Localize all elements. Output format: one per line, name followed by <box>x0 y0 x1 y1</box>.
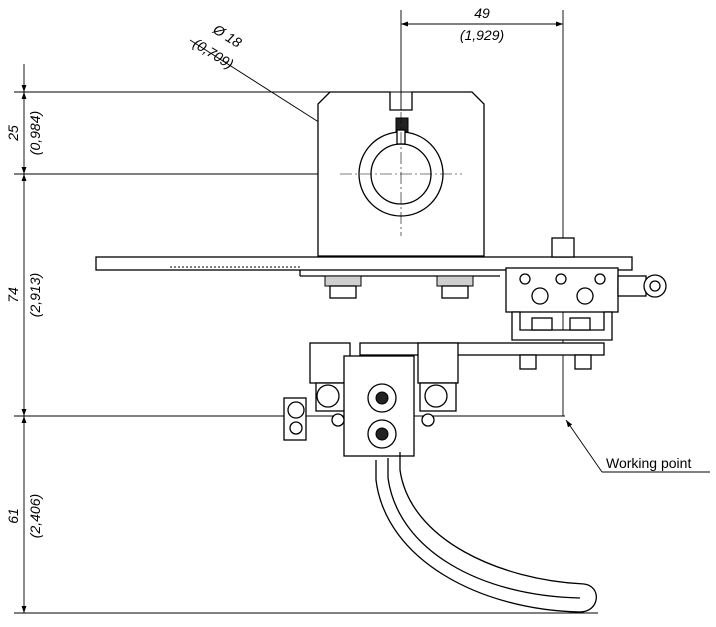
lower-body <box>283 342 459 457</box>
clamp-block <box>317 91 485 257</box>
dim-top-width-mm: 49 <box>474 5 490 21</box>
dim-middle-height-inch: (2,913) <box>27 273 43 317</box>
dim-lower-height-mm: 61 <box>5 508 21 524</box>
bar-bolts <box>324 275 474 299</box>
dim-lower-height-inch: (2,406) <box>27 494 43 538</box>
dim-middle-height-mm: 74 <box>5 287 21 303</box>
curved-tube <box>375 452 597 613</box>
working-point-label: Working point <box>606 455 691 471</box>
dim-upper-height-inch: (0,984) <box>27 111 43 155</box>
mounting-bar <box>95 256 633 277</box>
dim-top-width-inch: (1,929) <box>460 27 504 43</box>
right-clamp <box>505 237 667 341</box>
dim-upper-height-mm: 25 <box>5 125 21 142</box>
working-point-callout <box>565 419 710 473</box>
